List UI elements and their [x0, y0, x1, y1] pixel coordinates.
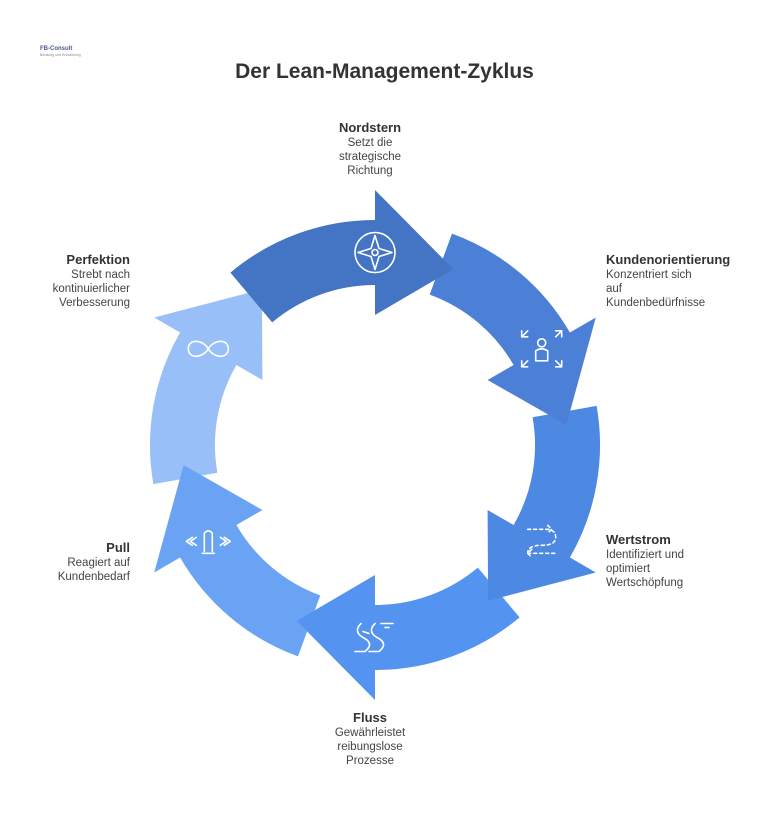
stage-title-nordstern: Nordstern	[338, 120, 402, 135]
value-stream-icon	[526, 524, 557, 559]
stage-desc-nordstern: Setzt die strategische Richtung	[338, 137, 401, 177]
logo: FB-Consult Beratung und Entwicklung	[40, 46, 81, 62]
touch-swipe-icon	[185, 530, 232, 555]
cycle-segment-wertstrom	[487, 405, 601, 601]
cycle-segment-fluss	[296, 567, 520, 700]
infinity-icon	[187, 340, 230, 358]
label-perfektion: Perfektion Strebt nach kontinuierlicher …	[10, 252, 130, 310]
stage-desc-perfektion: Strebt nach kontinuierlicher Verbesserun…	[52, 269, 130, 309]
stage-desc-pull: Reagiert auf Kundenbedarf	[57, 557, 130, 583]
cycle-segment-kunden	[429, 233, 596, 425]
river-icon	[354, 622, 394, 653]
diagram-title: Der Lean-Management-Zyklus	[235, 60, 534, 83]
logo-text: FB-Consult	[40, 46, 73, 52]
cycle-segment-perfektion	[149, 289, 263, 485]
customer-focus-icon	[520, 329, 563, 368]
stage-desc-fluss: Gewährleistet reibungslose Prozesse	[334, 727, 406, 767]
cycle-segment-nordstern	[230, 190, 454, 323]
stage-title-pull: Pull	[106, 540, 130, 555]
label-wertstrom: Wertstrom Identifiziert und optimiert We…	[606, 532, 766, 590]
label-pull: Pull Reagiert auf Kundenbedarf	[10, 540, 130, 584]
stage-desc-kundenorientierung: Konzentriert sich auf Kundenbedürfnisse	[606, 269, 706, 309]
label-kundenorientierung: Kundenorientierung Konzentriert sich auf…	[606, 252, 766, 310]
stage-title-fluss: Fluss	[353, 710, 387, 725]
stage-desc-wertstrom: Identifiziert und optimiert Wertschöpfun…	[606, 549, 684, 589]
compass-icon	[354, 231, 396, 274]
logo-subtext: Beratung und Entwicklung	[40, 53, 81, 57]
label-fluss: Fluss Gewährleistet reibungslose Prozess…	[290, 710, 450, 768]
stage-title-kundenorientierung: Kundenorientierung	[606, 252, 731, 267]
stage-title-perfektion: Perfektion	[66, 252, 130, 267]
stage-title-wertstrom: Wertstrom	[606, 532, 671, 547]
cycle-segment-pull	[154, 465, 321, 657]
label-nordstern: Nordstern Setzt die strategische Richtun…	[290, 120, 450, 178]
